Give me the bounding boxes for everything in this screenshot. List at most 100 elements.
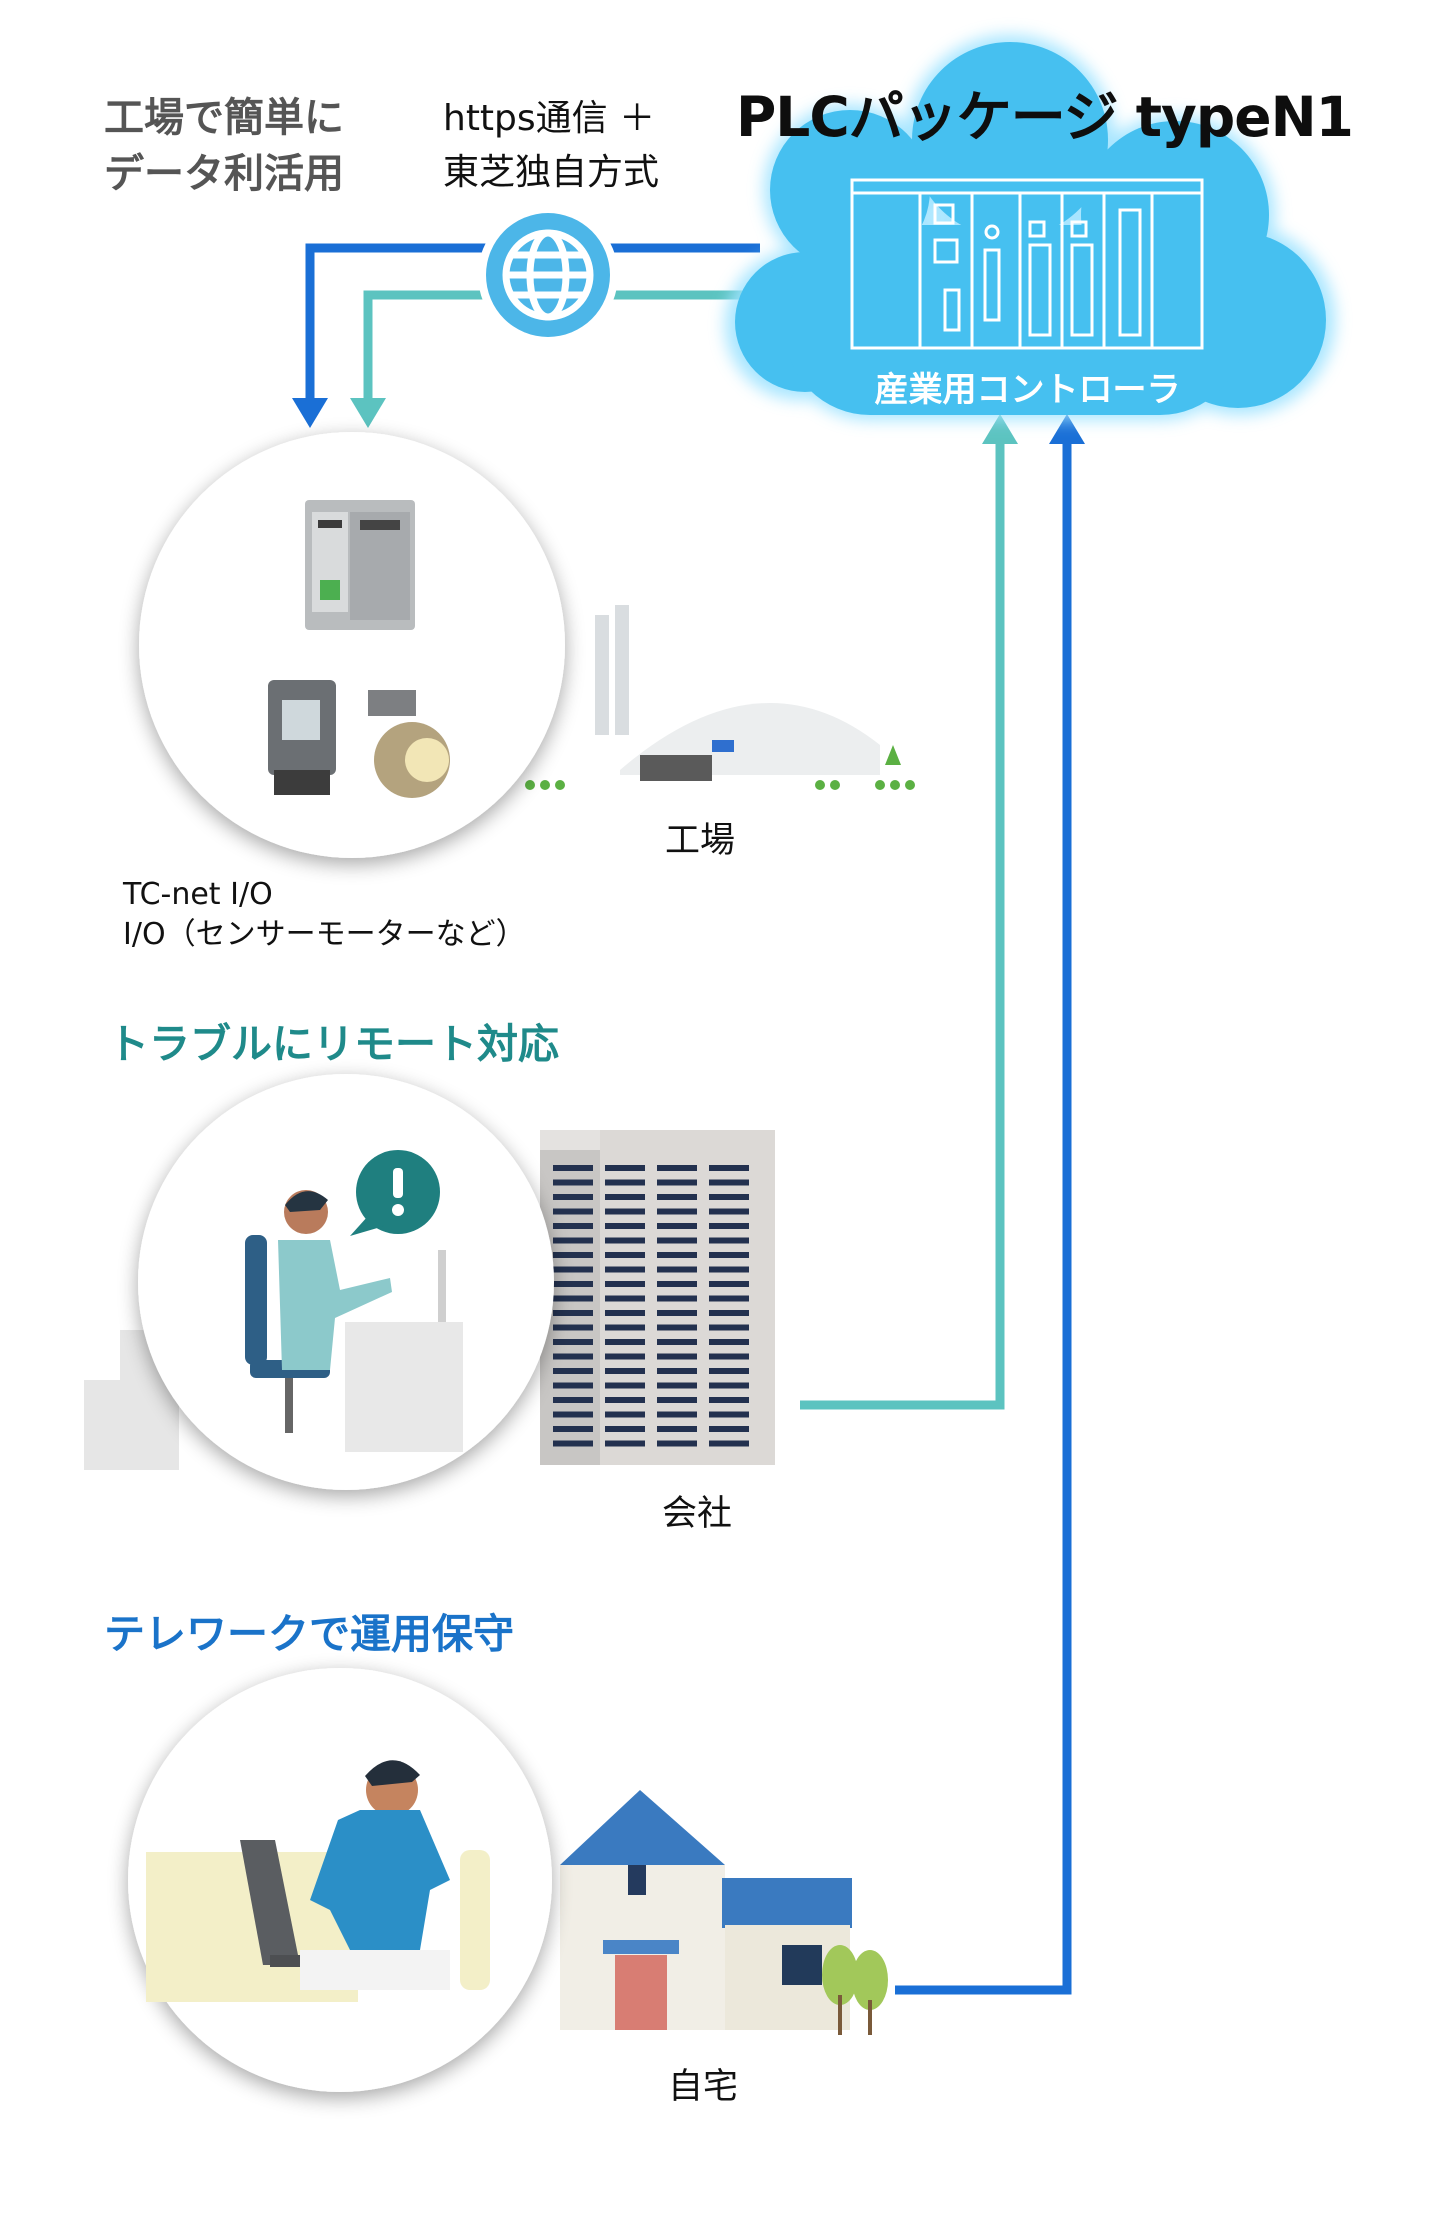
office-window xyxy=(553,1411,593,1418)
office-window xyxy=(605,1353,645,1360)
office-window xyxy=(657,1397,697,1403)
office-window xyxy=(605,1397,645,1403)
factory-caption: 工場 xyxy=(665,821,736,861)
office-window xyxy=(657,1266,697,1273)
office-window xyxy=(605,1194,645,1200)
office-window xyxy=(657,1179,697,1186)
office-window xyxy=(657,1208,697,1215)
office-window xyxy=(605,1440,645,1447)
office-window xyxy=(553,1237,593,1244)
office-worker-image xyxy=(245,1190,463,1452)
office-window xyxy=(553,1266,593,1273)
office-window xyxy=(709,1440,749,1447)
office-window xyxy=(657,1324,697,1331)
data-use-line2: データ利活用 xyxy=(104,151,344,197)
office-window xyxy=(553,1426,593,1432)
office-caption: 会社 xyxy=(662,1494,733,1534)
office-window xyxy=(553,1223,593,1229)
office-window xyxy=(657,1368,697,1374)
office-window xyxy=(553,1324,593,1331)
office-window-rows xyxy=(553,1165,749,1447)
truck-icon xyxy=(640,755,712,781)
factory-building xyxy=(595,605,880,775)
office-window xyxy=(605,1324,645,1331)
office-window xyxy=(657,1223,697,1229)
office-window xyxy=(605,1382,645,1389)
office-window xyxy=(553,1179,593,1186)
office-window xyxy=(605,1368,645,1374)
office-window xyxy=(709,1411,749,1418)
arrow-up-dark xyxy=(1049,414,1085,444)
office-window xyxy=(605,1165,645,1171)
office-window xyxy=(553,1165,593,1171)
arrow-down-dark xyxy=(292,398,328,428)
globe-icon xyxy=(478,205,618,345)
product-title: PLCパッケージ typeN1 xyxy=(736,85,1354,149)
office-window xyxy=(553,1208,593,1215)
office-window xyxy=(553,1281,593,1287)
telework-heading: テレワークで運用保守 xyxy=(104,1610,514,1658)
office-building xyxy=(540,1130,775,1465)
office-window xyxy=(657,1440,697,1447)
office-window xyxy=(553,1295,593,1302)
io-line2: I/O（センサーモーターなど） xyxy=(123,917,526,952)
office-window xyxy=(605,1295,645,1302)
office-window xyxy=(605,1281,645,1287)
data-use-line1: 工場で簡単に xyxy=(104,95,344,141)
office-window xyxy=(657,1237,697,1244)
house-building xyxy=(560,1790,852,2030)
factory-scene xyxy=(139,432,915,858)
data-use-title: 工場で簡単に データ利活用 xyxy=(104,90,344,202)
office-window xyxy=(709,1266,749,1273)
office-window xyxy=(605,1252,645,1258)
office-window xyxy=(605,1426,645,1432)
office-window xyxy=(553,1440,593,1447)
plc-controller-image xyxy=(305,500,415,630)
flow-valve-image xyxy=(368,690,450,798)
office-window xyxy=(657,1194,697,1200)
home-caption: 自宅 xyxy=(668,2067,739,2107)
office-window xyxy=(709,1426,749,1432)
office-window xyxy=(709,1179,749,1186)
office-window xyxy=(553,1339,593,1345)
protocol-label: https通信 ＋ 東芝独自方式 xyxy=(443,92,659,200)
io-description: TC-net I/O I/O（センサーモーターなど） xyxy=(123,875,526,955)
office-window xyxy=(605,1310,645,1316)
telework-person-image xyxy=(146,1760,490,2002)
office-window xyxy=(553,1397,593,1403)
office-window xyxy=(657,1426,697,1432)
cloud-shape xyxy=(725,35,1335,420)
office-window xyxy=(605,1411,645,1418)
office-window xyxy=(709,1223,749,1229)
link-teal xyxy=(363,290,1005,1410)
office-window xyxy=(709,1339,749,1345)
office-window xyxy=(553,1310,593,1316)
office-window xyxy=(657,1310,697,1316)
office-window xyxy=(709,1194,749,1200)
office-window xyxy=(553,1353,593,1360)
office-window xyxy=(553,1252,593,1258)
office-window xyxy=(709,1281,749,1287)
office-window xyxy=(605,1237,645,1244)
office-window xyxy=(709,1382,749,1389)
sensor-meter-image xyxy=(268,680,336,795)
office-window xyxy=(709,1368,749,1374)
office-window xyxy=(553,1382,593,1389)
office-window xyxy=(605,1208,645,1215)
office-window xyxy=(553,1194,593,1200)
office-window xyxy=(709,1310,749,1316)
office-window xyxy=(605,1266,645,1273)
io-line1: TC-net I/O xyxy=(123,877,273,912)
office-window xyxy=(657,1165,697,1171)
protocol-line1: https通信 ＋ xyxy=(443,98,656,139)
office-window xyxy=(657,1281,697,1287)
plc-rack-icon xyxy=(850,178,1204,350)
office-window xyxy=(657,1295,697,1302)
office-scene xyxy=(84,1074,775,1490)
office-window xyxy=(709,1324,749,1331)
office-window xyxy=(709,1237,749,1244)
arrow-down-teal xyxy=(350,398,386,428)
office-window xyxy=(657,1353,697,1360)
office-window xyxy=(657,1339,697,1345)
